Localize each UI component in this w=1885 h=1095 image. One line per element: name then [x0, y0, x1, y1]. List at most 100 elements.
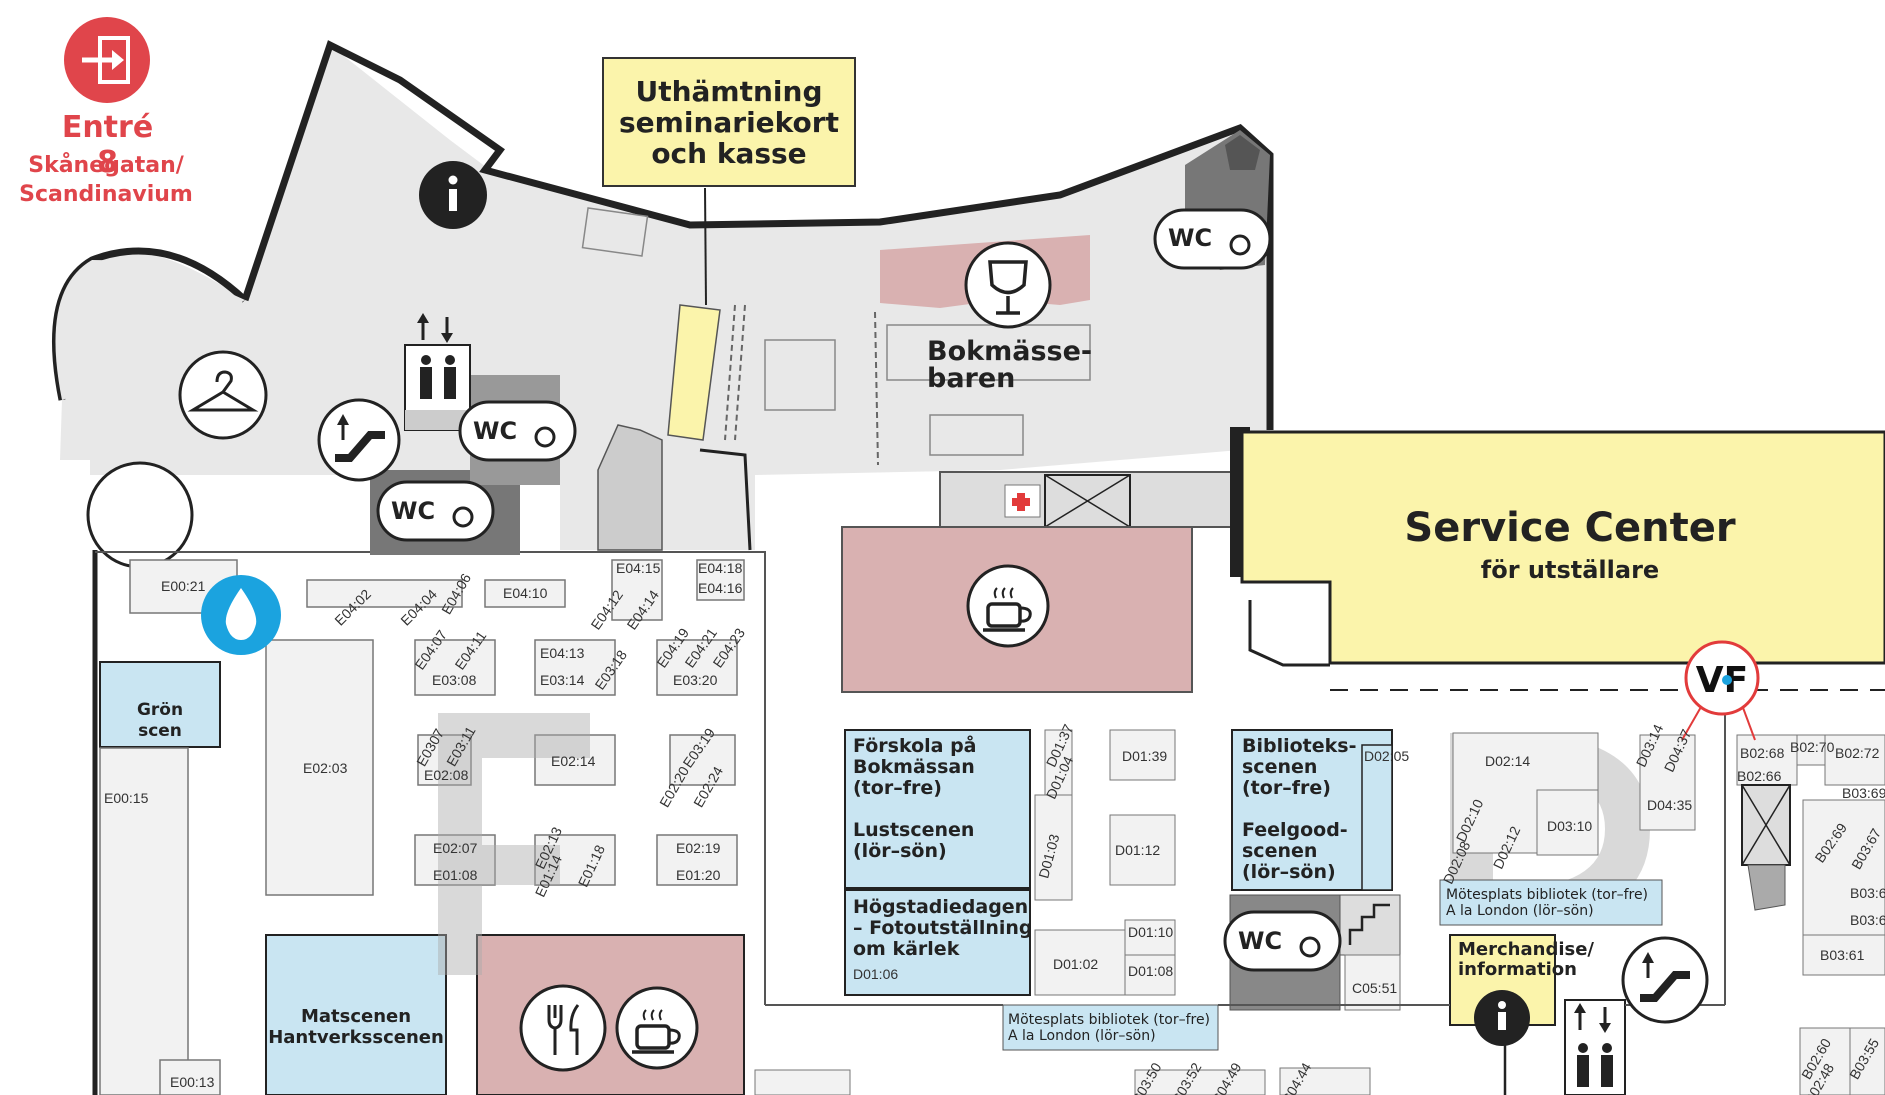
forskola-label: Förskola på Bokmässan (tor–fre): [853, 736, 977, 799]
info-icon: [419, 161, 487, 229]
bib-line2: scenen: [1242, 756, 1318, 778]
booth-d01-10: [1124, 919, 1176, 956]
lustscenen-label: Lustscenen (lör–sön): [853, 820, 974, 862]
stairs-icon: [1348, 903, 1390, 945]
wheelchair-icon: [452, 234, 1321, 958]
hogstadie-area: [844, 889, 1031, 996]
service-center-title: Service Center: [1404, 505, 1736, 551]
booth-e02-13: [534, 834, 616, 886]
booth-code: B02:72: [1835, 745, 1880, 761]
meeting-point-d: [1439, 879, 1663, 926]
booth-e02-14: [534, 734, 616, 786]
booth-d01-02: [1034, 929, 1126, 996]
feel-line3: (lör–sön): [1242, 861, 1336, 883]
meeting-d-line2: A la London (lör–sön): [1446, 903, 1594, 919]
booth-e02-19: [656, 834, 738, 886]
outer-wall: [241, 40, 1274, 430]
matscenen-label: Matscenen Hantverksscenen: [266, 1006, 446, 1048]
booth-code: E03:08: [432, 672, 477, 688]
booth-code: D02:05: [1364, 748, 1410, 764]
booth-d01-08: [1124, 954, 1176, 996]
elevator-base: [405, 410, 470, 430]
booth-code: E02:07: [433, 840, 478, 856]
gron-scen-line1: Grön: [136, 700, 184, 720]
booth-code: E01:08: [433, 867, 478, 883]
booth-d01-03: [1034, 794, 1073, 901]
booth-code: D02:14: [1485, 753, 1531, 769]
pickup-callout: Uthämtning seminariekort och kasse: [602, 57, 856, 187]
booth-code: E02:14: [551, 753, 596, 769]
booth-code: E00:21: [161, 578, 206, 594]
queue-line-3: [874, 311, 879, 466]
bar-label-line2: baren: [927, 363, 1016, 394]
hog-line3: om kärlek: [853, 938, 960, 960]
booth-code: D03:10: [1547, 818, 1593, 834]
callout-line3: och kasse: [651, 136, 807, 170]
meeting-e-line1: Mötesplats bibliotek (tor–fre): [1008, 1012, 1211, 1028]
callout-line2: seminariekort: [619, 105, 839, 139]
booth-code: E02:19: [676, 840, 721, 856]
lust-line2: (lör–sön): [853, 840, 947, 862]
service-center-area: [1240, 430, 1885, 665]
booth-code: E01:20: [676, 867, 721, 883]
feelgood-label: Feelgood- scenen (lör–sön): [1242, 820, 1348, 883]
booth-e04-19: [656, 639, 738, 696]
booth-c05-51: [1344, 954, 1401, 1011]
booth-code: B02:68: [1740, 745, 1785, 761]
booth-code: E03:14: [540, 672, 585, 688]
booth-e02-07: [414, 834, 496, 886]
queue-line-1: [724, 304, 736, 441]
booth-d01-37: [1044, 729, 1073, 796]
lobby-desk: [581, 207, 649, 257]
booth-code: E02:08: [424, 767, 469, 783]
bar-counter: [886, 324, 1091, 381]
matscenen-line2: Hantverksscenen: [268, 1027, 444, 1048]
booth-code: E03:20: [673, 672, 718, 688]
booth-e03-07: [417, 734, 472, 786]
booth-code: D01:10: [1128, 924, 1174, 940]
booth-d01-06: D01:06: [853, 966, 899, 982]
booth-code: B03:6: [1850, 885, 1885, 901]
booth-code: E04:13: [540, 645, 585, 661]
booth-e03-19: [669, 734, 736, 786]
feel-line1: Feelgood-: [1242, 819, 1348, 841]
booth-e04-18: [696, 559, 745, 601]
booth-d03-10: [1536, 789, 1599, 856]
b-block-lower: [1747, 864, 1786, 911]
escalator-icon: [317, 398, 401, 482]
hog-line1: Högstadiedagen: [853, 896, 1029, 918]
booth-code: E04:15: [616, 560, 661, 576]
elevator-icon: [417, 313, 456, 399]
dark-block-corner: [1225, 135, 1260, 170]
bar-label: Bokmässe- baren: [927, 338, 1092, 392]
meeting-point-e: [1002, 1004, 1219, 1051]
restaurant-area: [476, 934, 745, 1095]
matscenen-line1: Matscenen: [300, 1006, 412, 1027]
booth-code: B03:69: [1842, 785, 1885, 801]
hogstadie-label: Högstadiedagen – Fotoutställning om kärl…: [853, 897, 1033, 960]
wc-label: WC: [391, 497, 436, 525]
booth-d01-12: [1109, 814, 1176, 886]
booth-row-bottom-2: [1134, 1069, 1266, 1095]
booth-b02-72: [1824, 734, 1885, 786]
gate-wall-1: [699, 448, 752, 551]
meeting-e-line2: A la London (lör–sön): [1008, 1028, 1156, 1044]
gron-scen-label: Grön scen: [100, 700, 220, 742]
booth-code: D04:35: [1647, 797, 1693, 813]
entrance-title: Entré 8: [61, 110, 154, 180]
wc-label: WC: [1168, 224, 1213, 252]
gron-scen-area: [99, 661, 221, 748]
gron-scen-line2: scen: [138, 721, 182, 741]
booth-e02-03: [265, 639, 374, 896]
booth-e00-13: [159, 1059, 221, 1095]
booth-b03-55: [1849, 1027, 1885, 1095]
booth-code: B03:6: [1850, 912, 1885, 928]
d02-05-booth: [1361, 744, 1393, 891]
booth-code: D01:08: [1128, 963, 1174, 979]
booth-code: E00:15: [104, 790, 149, 806]
lobby-kiosk: [764, 339, 836, 411]
wc-label: WC: [1238, 927, 1283, 955]
ticket-counter: [667, 304, 721, 441]
forskola-line3: (tor–fre): [853, 777, 942, 799]
